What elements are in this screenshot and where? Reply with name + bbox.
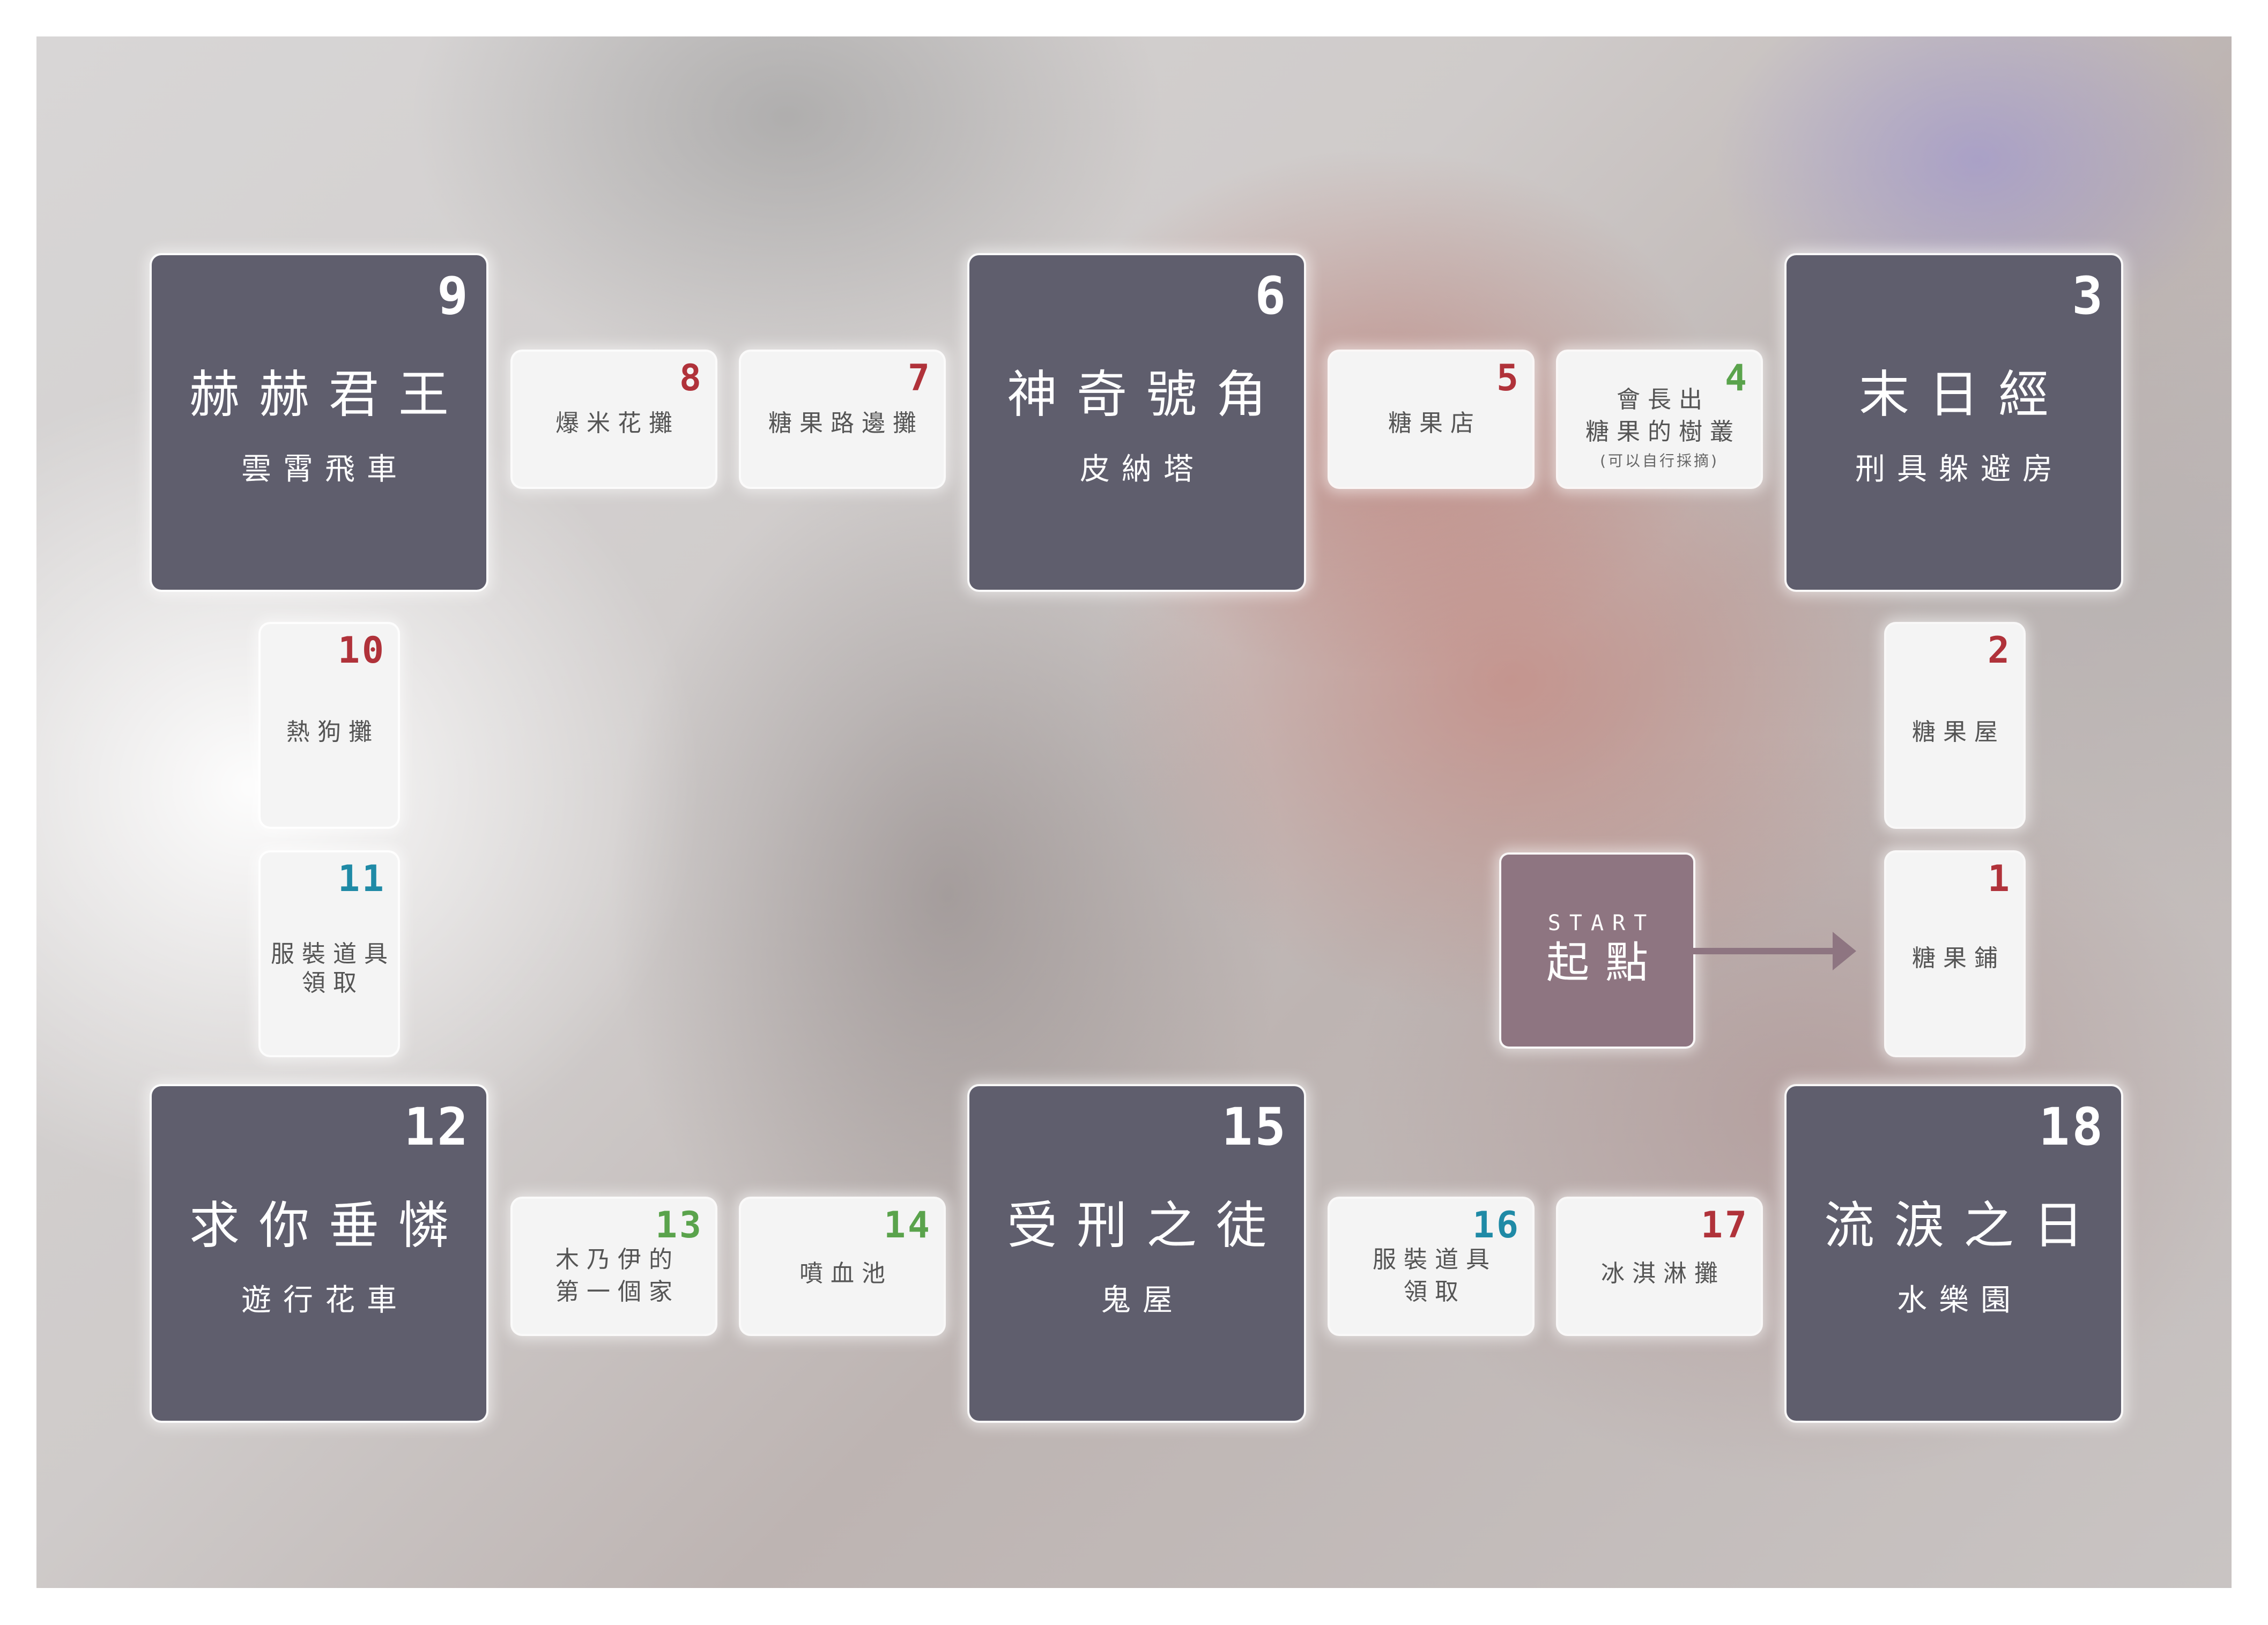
space-14[interactable]: 14 噴血池 — [741, 1199, 944, 1334]
space-number: 12 — [404, 1097, 470, 1157]
space-subtitle: 水樂園 — [1897, 1283, 2022, 1318]
space-number: 2 — [1988, 629, 2012, 672]
space-11[interactable]: 11 服裝道具 領取 — [261, 852, 398, 1055]
space-number: 7 — [908, 357, 932, 399]
space-subtitle: 遊行花車 — [241, 1283, 409, 1318]
space-13[interactable]: 13 木乃伊的 第一個家 — [513, 1199, 715, 1334]
space-title: 受刑之徒 — [1006, 1197, 1286, 1255]
space-number: 18 — [2039, 1097, 2105, 1157]
space-18[interactable]: 18 流淚之日 水樂園 — [1787, 1086, 2121, 1421]
space-title: 神奇號角 — [1006, 366, 1286, 424]
space-label-line-2: 領取 — [302, 969, 364, 997]
space-number: 13 — [655, 1204, 703, 1246]
space-7[interactable]: 7 糖果路邊攤 — [741, 352, 944, 487]
space-number: 10 — [338, 629, 386, 672]
space-label-line-2: 第一個家 — [555, 1278, 680, 1305]
space-label: 糖果鋪 — [1912, 945, 2005, 972]
space-number: 9 — [437, 266, 470, 326]
space-number: 5 — [1496, 357, 1521, 399]
space-label-line-1: 服裝道具 — [271, 940, 395, 968]
space-1[interactable]: 1 糖果鋪 — [1886, 852, 2024, 1055]
space-label: 冰淇淋攤 — [1601, 1260, 1725, 1287]
space-label: 噴血池 — [799, 1260, 893, 1287]
space-number: 1 — [1988, 858, 2012, 900]
space-title: 求你垂憐 — [189, 1197, 468, 1255]
space-number: 15 — [1221, 1097, 1288, 1157]
arrow-right-icon — [1693, 948, 1841, 954]
space-5[interactable]: 5 糖果店 — [1330, 352, 1532, 487]
space-6[interactable]: 6 神奇號角 皮納塔 — [969, 255, 1304, 590]
start-label-en: START — [1547, 911, 1656, 936]
space-subtitle: 皮納塔 — [1080, 452, 1205, 487]
space-subtitle: 刑具躲避房 — [1855, 452, 2064, 487]
space-subtitle: 鬼屋 — [1101, 1283, 1184, 1318]
space-16[interactable]: 16 服裝道具 領取 — [1330, 1199, 1532, 1334]
start-space[interactable]: START 起點 — [1501, 855, 1693, 1047]
space-15[interactable]: 15 受刑之徒 鬼屋 — [969, 1086, 1304, 1421]
space-label-line-2: 糖果的樹叢 — [1585, 418, 1741, 446]
arrow-head-icon — [1833, 932, 1856, 970]
space-4[interactable]: 4 會長出 糖果的樹叢 (可以自行採摘) — [1558, 352, 1761, 487]
space-title: 末日經 — [1858, 366, 2068, 424]
space-title: 流淚之日 — [1824, 1197, 2103, 1255]
space-number: 11 — [338, 858, 386, 900]
space-label-line-1: 會長出 — [1617, 386, 1710, 413]
space-label: 糖果店 — [1388, 410, 1481, 437]
space-9[interactable]: 9 赫赫君王 雲霄飛車 — [152, 255, 486, 590]
space-number: 14 — [884, 1204, 932, 1246]
space-2[interactable]: 2 糖果屋 — [1886, 624, 2024, 827]
space-title: 赫赫君王 — [189, 366, 468, 424]
space-number: 16 — [1472, 1204, 1521, 1246]
space-number: 6 — [1255, 266, 1288, 326]
space-label-line-2: 領取 — [1404, 1278, 1466, 1305]
space-10[interactable]: 10 熱狗攤 — [261, 624, 398, 827]
start-label-zh: 起點 — [1546, 938, 1664, 988]
space-number: 8 — [679, 357, 703, 399]
space-label: 糖果路邊攤 — [768, 410, 924, 437]
space-number: 4 — [1725, 357, 1749, 399]
space-8[interactable]: 8 爆米花攤 — [513, 352, 715, 487]
space-number: 3 — [2072, 266, 2105, 326]
space-3[interactable]: 3 末日經 刑具躲避房 — [1787, 255, 2121, 590]
space-note: (可以自行採摘) — [1600, 452, 1719, 470]
space-subtitle: 雲霄飛車 — [241, 452, 409, 487]
space-label: 爆米花攤 — [555, 410, 680, 437]
space-label-line-1: 服裝道具 — [1373, 1246, 1497, 1273]
space-17[interactable]: 17 冰淇淋攤 — [1558, 1199, 1761, 1334]
space-label: 熱狗攤 — [286, 718, 380, 746]
space-number: 17 — [1701, 1204, 1749, 1246]
space-label-line-1: 木乃伊的 — [555, 1246, 680, 1273]
space-label: 糖果屋 — [1912, 718, 2005, 746]
space-12[interactable]: 12 求你垂憐 遊行花車 — [152, 1086, 486, 1421]
